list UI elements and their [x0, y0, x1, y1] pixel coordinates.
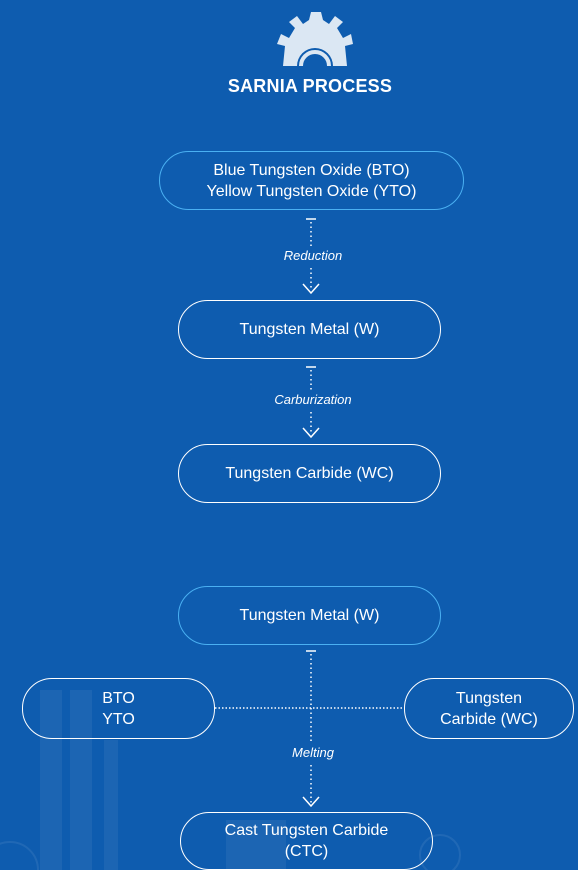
node-label-line: Blue Tungsten Oxide (BTO) [213, 161, 410, 179]
node-bto-yto-input: BTO YTO [22, 678, 215, 739]
node-label: Tungsten Metal (W) [239, 607, 380, 624]
node-tungsten-oxide-source: Blue Tungsten Oxide (BTO) Yellow Tungste… [159, 151, 464, 210]
arrow-down-icon [302, 796, 320, 808]
node-label-line: YTO [102, 710, 135, 728]
node-label-line: Tungsten [455, 689, 523, 707]
step-label-reduction: Reduction [262, 248, 364, 263]
node-tungsten-carbide-input: Tungsten Carbide (WC) [404, 678, 574, 739]
arrow-down-icon [302, 283, 320, 295]
node-cast-tungsten-carbide: Cast Tungsten Carbide (CTC) [180, 812, 433, 870]
node-tungsten-carbide: Tungsten Carbide (WC) [178, 444, 441, 503]
gear-icon [277, 12, 353, 66]
node-tungsten-metal-source: Tungsten Metal (W) [178, 586, 441, 645]
arrow-down-icon [302, 427, 320, 439]
node-label: Tungsten Metal (W) [239, 321, 380, 338]
step-label-melting: Melting [266, 745, 360, 760]
node-label-line: Carbide (WC) [440, 710, 538, 728]
node-label-line: Cast Tungsten Carbide [224, 822, 389, 839]
node-label-line: BTO [102, 689, 135, 707]
step-label-carburization: Carburization [251, 392, 375, 407]
node-label: Tungsten Carbide (WC) [225, 465, 394, 482]
node-tungsten-metal: Tungsten Metal (W) [178, 300, 441, 359]
node-label-line: (CTC) [284, 843, 329, 860]
page-title: SARNIA PROCESS [227, 76, 393, 96]
node-label-line: Yellow Tungsten Oxide (YTO) [206, 182, 417, 200]
